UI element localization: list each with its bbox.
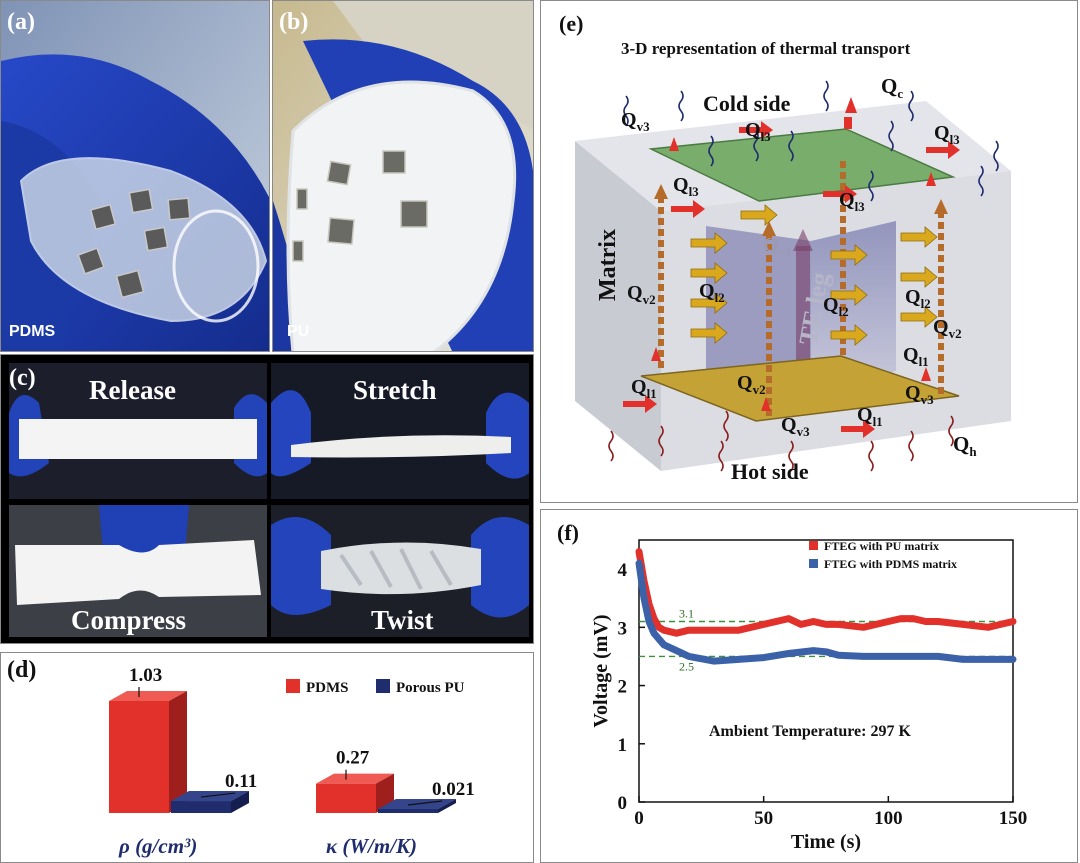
category-label-0: ρ (g/cm³) bbox=[118, 834, 197, 858]
plot-frame bbox=[638, 539, 1014, 803]
svg-text:Qv3: Qv3 bbox=[905, 382, 934, 407]
qh-label: Qh bbox=[953, 432, 977, 459]
bar-top-0-0 bbox=[109, 691, 187, 701]
legend-label-0: FTEG with PU matrix bbox=[824, 539, 939, 553]
panel-a-photo bbox=[1, 1, 269, 351]
y-tick-label-4: 4 bbox=[618, 560, 628, 581]
qc-label: Qc bbox=[881, 74, 903, 101]
legend-swatch-1 bbox=[809, 559, 818, 568]
reference-label-1: 2.5 bbox=[679, 659, 694, 673]
bar-pu-1 bbox=[378, 809, 438, 813]
panel-c: Release Stretch Compress Twist (c) bbox=[0, 354, 534, 644]
value-label-0-1: 0.27 bbox=[336, 748, 370, 769]
panel-b-tag: (b) bbox=[279, 9, 309, 35]
value-leader-1-1 bbox=[407, 800, 443, 806]
value-label-1-0: 0.11 bbox=[225, 771, 257, 792]
label-stretch: Stretch bbox=[353, 375, 437, 405]
legend-label-pdms: PDMS bbox=[306, 680, 349, 696]
bar-top-0-1 bbox=[316, 773, 394, 784]
bar-chart: 1.03 0.11 ρ (g/cm³) 0.27 0.021 κ (W/m/K) PDMS P… bbox=[109, 665, 475, 858]
panel-c-tag: (c) bbox=[9, 365, 36, 391]
panel-a: (a) PDMS bbox=[0, 0, 270, 352]
x-axis-label: Time (s) bbox=[791, 831, 861, 853]
x-tick-label-3: 150 bbox=[999, 808, 1028, 829]
series-line-1 bbox=[635, 559, 1017, 665]
bar-pdms-0 bbox=[109, 701, 169, 813]
y-tick-label-3: 3 bbox=[618, 618, 628, 639]
x-tick-label-0: 0 bbox=[634, 808, 644, 829]
label-compress: Compress bbox=[71, 605, 187, 635]
y-axis-label: Voltage (mV) bbox=[590, 614, 612, 727]
legend-swatch-pu bbox=[376, 679, 390, 693]
value-label-1-1: 0.021 bbox=[432, 779, 475, 800]
value-label-0-0: 1.03 bbox=[129, 665, 162, 686]
legend-swatch-0 bbox=[809, 541, 818, 550]
photo-stretch bbox=[271, 363, 529, 499]
panel-e-title: 3-D representation of thermal transport bbox=[621, 39, 911, 58]
legend-label-1: FTEG with PDMS matrix bbox=[824, 557, 957, 571]
legend-label-pu: Porous PU bbox=[396, 680, 465, 696]
panel-b-photo bbox=[273, 1, 533, 351]
panel-a-tag: (a) bbox=[7, 9, 35, 35]
matrix-label: Matrix bbox=[595, 229, 621, 301]
svg-text:Ql3: Ql3 bbox=[934, 122, 960, 147]
heat-flux-labels: Qc Qh bbox=[881, 74, 977, 459]
y-tick-label-2: 2 bbox=[618, 677, 628, 698]
bar-pu-0 bbox=[171, 801, 231, 813]
cold-plate bbox=[648, 128, 956, 202]
hot-side-label: Hot side bbox=[731, 459, 809, 484]
x-tick-label-2: 100 bbox=[874, 808, 903, 829]
panel-b: (b) PU bbox=[272, 0, 534, 352]
bar-pdms-1 bbox=[316, 783, 376, 813]
category-label-1: κ (W/m/K) bbox=[326, 834, 417, 858]
ambient-annotation: Ambient Temperature: 297 K bbox=[709, 723, 911, 740]
bar-side-0-0 bbox=[169, 691, 187, 813]
panel-b-label: PU bbox=[287, 323, 310, 340]
bar-side-1-1 bbox=[438, 799, 456, 813]
pdms-cylinder bbox=[19, 157, 268, 323]
panel-f-tag: (f) bbox=[557, 520, 579, 545]
hot-plate bbox=[640, 355, 960, 422]
y-tick-label-0: 0 bbox=[618, 793, 628, 814]
photo-release bbox=[9, 363, 267, 499]
label-release: Release bbox=[89, 375, 176, 405]
panel-e: TE leg bbox=[540, 0, 1078, 503]
panel-d: 1.03 0.11 ρ (g/cm³) 0.27 0.021 κ (W/m/K) PDMS P… bbox=[0, 652, 534, 863]
series-line-0 bbox=[635, 548, 1017, 637]
photo-twist bbox=[271, 505, 529, 637]
panel-d-tag: (d) bbox=[7, 657, 37, 683]
photo-compress bbox=[9, 505, 267, 637]
reference-label-0: 3.1 bbox=[679, 607, 694, 621]
svg-text:Qv3: Qv3 bbox=[621, 109, 650, 134]
value-leader-1-0 bbox=[200, 792, 236, 798]
x-tick-label-1: 50 bbox=[754, 808, 773, 829]
cold-side-label: Cold side bbox=[703, 91, 791, 116]
thermal-transport-diagram: TE leg bbox=[575, 39, 1011, 484]
legend-swatch-pdms bbox=[286, 679, 300, 693]
bar-side-1-0 bbox=[231, 791, 249, 813]
panel-a-label: PDMS bbox=[9, 323, 56, 340]
label-twist: Twist bbox=[371, 605, 434, 635]
y-tick-label-1: 1 bbox=[618, 735, 628, 756]
panel-e-tag: (e) bbox=[559, 11, 584, 36]
